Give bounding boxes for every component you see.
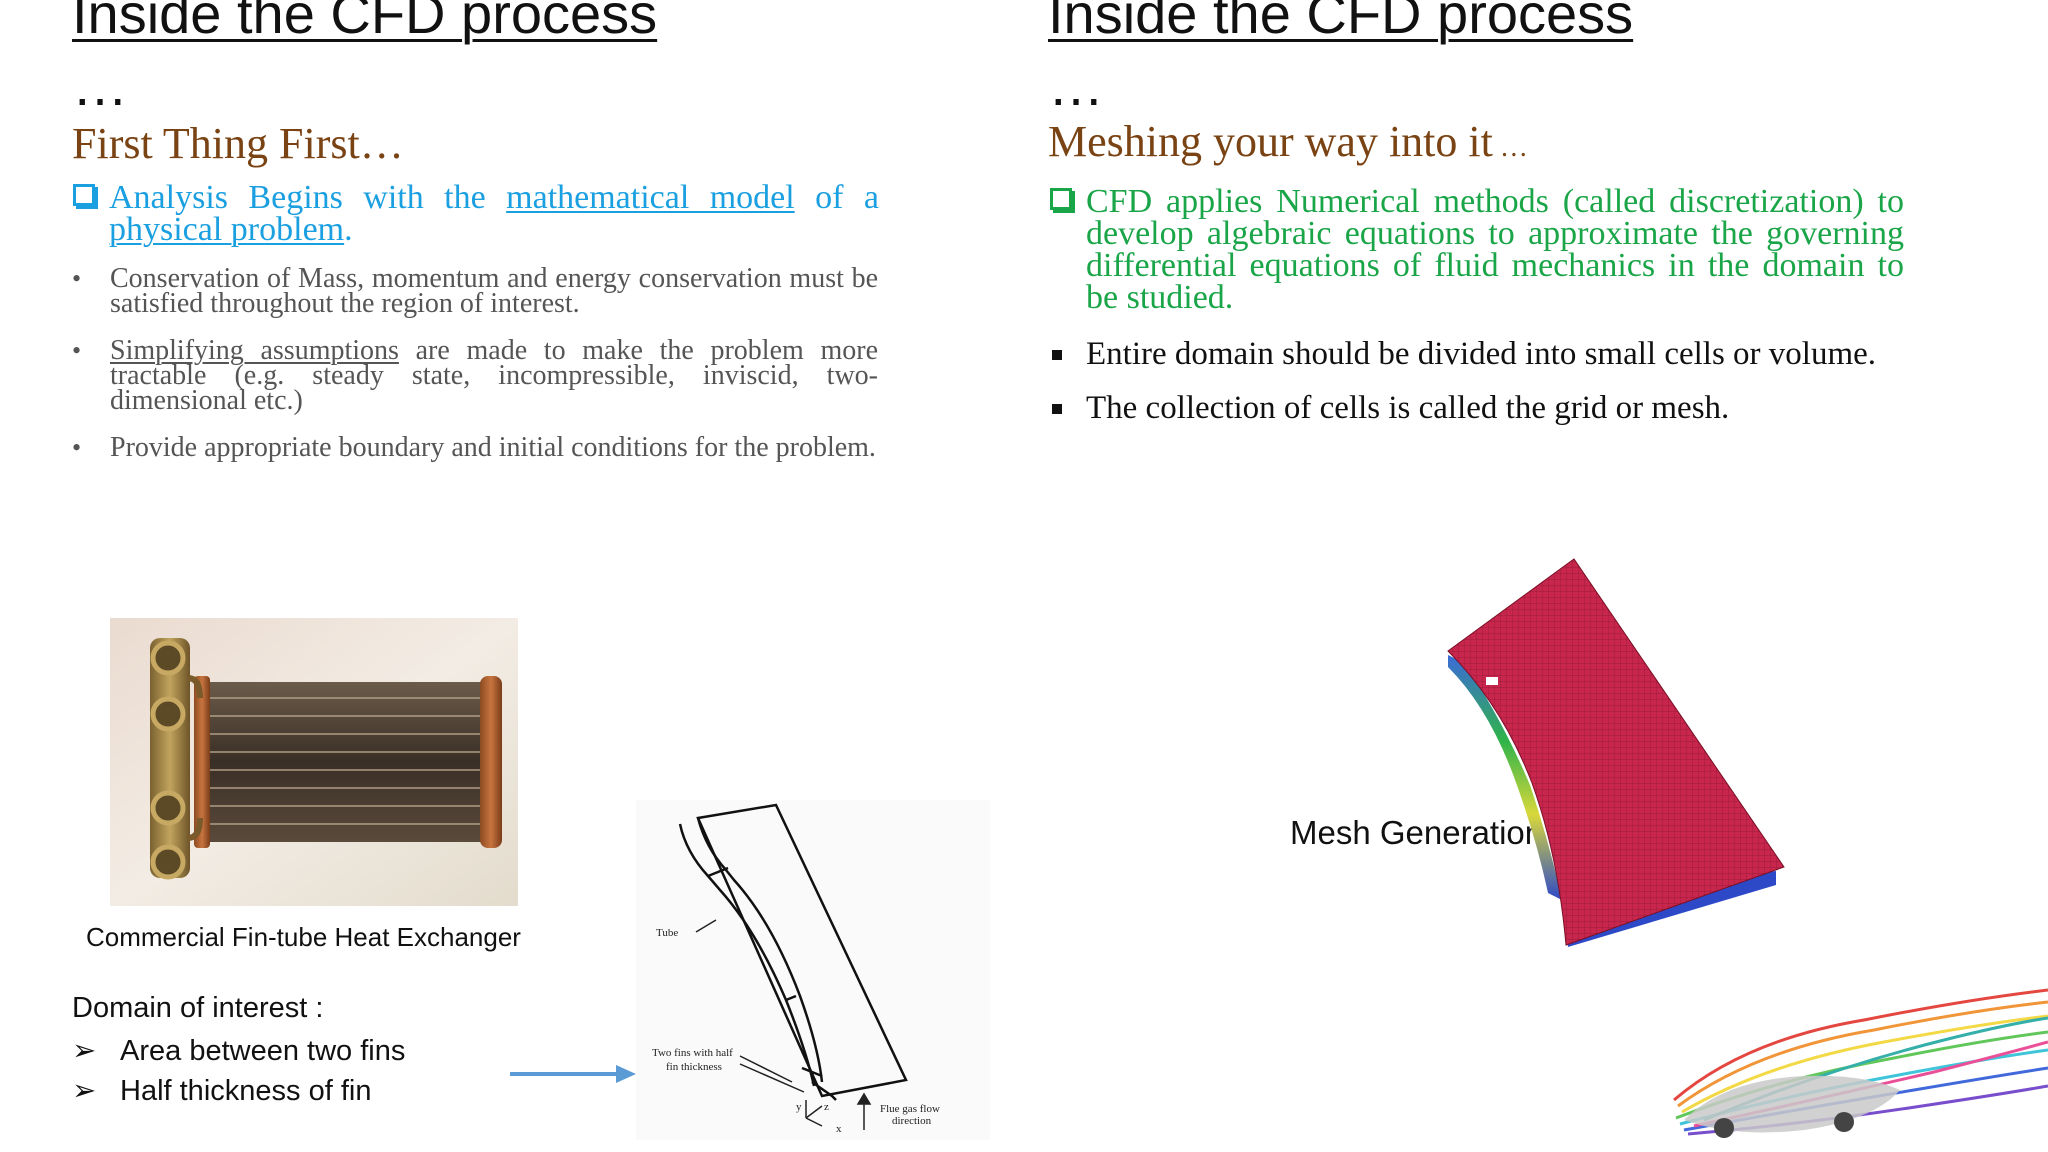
axis-y-label: y	[796, 1101, 802, 1113]
simplifying-assumptions-link[interactable]: Simplifying assumptions	[110, 335, 399, 366]
mesh-illustration	[1440, 555, 1790, 955]
axis-x-label: x	[836, 1123, 842, 1135]
list-item: ➢Area between two fins	[72, 1031, 405, 1071]
right-slide-panel: Inside the CFD process … Meshing your wa…	[1000, 0, 2048, 1152]
mathematical-model-link[interactable]: mathematical model	[506, 179, 795, 216]
list-item: •Provide appropriate boundary and initia…	[72, 432, 876, 463]
left-bullet-list: •Conservation of Mass, momentum and ener…	[72, 263, 878, 482]
fins-label-line1: Two fins with half	[652, 1047, 733, 1059]
bullet-dot-icon: •	[72, 433, 82, 462]
arrowhead-bullet-icon: ➢	[72, 1035, 97, 1067]
tube-label: Tube	[656, 927, 678, 939]
list-item: •Conservation of Mass, momentum and ener…	[72, 263, 878, 319]
square-bullet-icon	[1052, 404, 1062, 414]
bullet-dot-icon: •	[72, 336, 82, 365]
fins-label-line2: fin thickness	[666, 1061, 722, 1073]
right-subtitle: Meshing your way into it …	[1048, 117, 1528, 166]
left-slide-title: Inside the CFD process	[72, 0, 658, 45]
domain-of-interest-heading: Domain of interest :	[72, 992, 324, 1024]
list-item: ➢Half thickness of fin	[72, 1071, 405, 1111]
flow-label-line1: Flue gas flow	[880, 1103, 940, 1115]
checkbox-bullet-icon	[73, 184, 95, 206]
heat-exchanger-image	[110, 618, 518, 906]
streamline-graphic	[1673, 988, 2048, 1138]
square-bullet-icon	[1052, 350, 1062, 360]
right-slide-title: Inside the CFD process	[1048, 0, 1634, 45]
domain-of-interest-list: ➢Area between two fins ➢Half thickness o…	[72, 1031, 405, 1111]
list-item: •Simplifying assumptions are made to mak…	[72, 335, 878, 416]
flow-label-line2: direction	[892, 1115, 932, 1127]
arrowhead-bullet-icon: ➢	[72, 1075, 97, 1107]
left-subtitle: First Thing First…	[72, 119, 404, 168]
checkbox-bullet-icon	[1050, 188, 1072, 210]
right-bullet-list: Entire domain should be divided into sma…	[1052, 338, 1904, 446]
list-item: The collection of cells is called the gr…	[1052, 392, 1904, 425]
mesh-generation-caption: Mesh Generation	[1290, 814, 1544, 851]
list-item: Entire domain should be divided into sma…	[1052, 338, 1904, 371]
left-title-ellipsis: …	[72, 54, 128, 117]
heat-exchanger-caption: Commercial Fin-tube Heat Exchanger	[86, 922, 521, 952]
heat-exchanger-photo	[110, 618, 518, 906]
left-intro-text: Analysis Begins with the mathematical mo…	[73, 179, 879, 248]
fin-tube-schematic: Tube Two fins with half fin thickness y …	[652, 803, 940, 1135]
left-slide-panel: Inside the CFD process … First Thing Fir…	[0, 0, 1000, 1152]
pointer-arrow-icon	[510, 1065, 636, 1083]
fin-domain-diagram: Tube Two fins with half fin thickness y …	[636, 800, 990, 1140]
mesh-graphic	[1447, 558, 1785, 947]
physical-problem-link[interactable]: physical problem	[109, 211, 345, 248]
right-intro-text: CFD applies Numerical methods (called di…	[1050, 185, 1904, 315]
bullet-dot-icon: •	[72, 264, 82, 293]
car-flow-visualization	[1664, 980, 2048, 1152]
right-title-ellipsis: …	[1048, 54, 1104, 117]
axis-z-label: z	[824, 1101, 829, 1113]
